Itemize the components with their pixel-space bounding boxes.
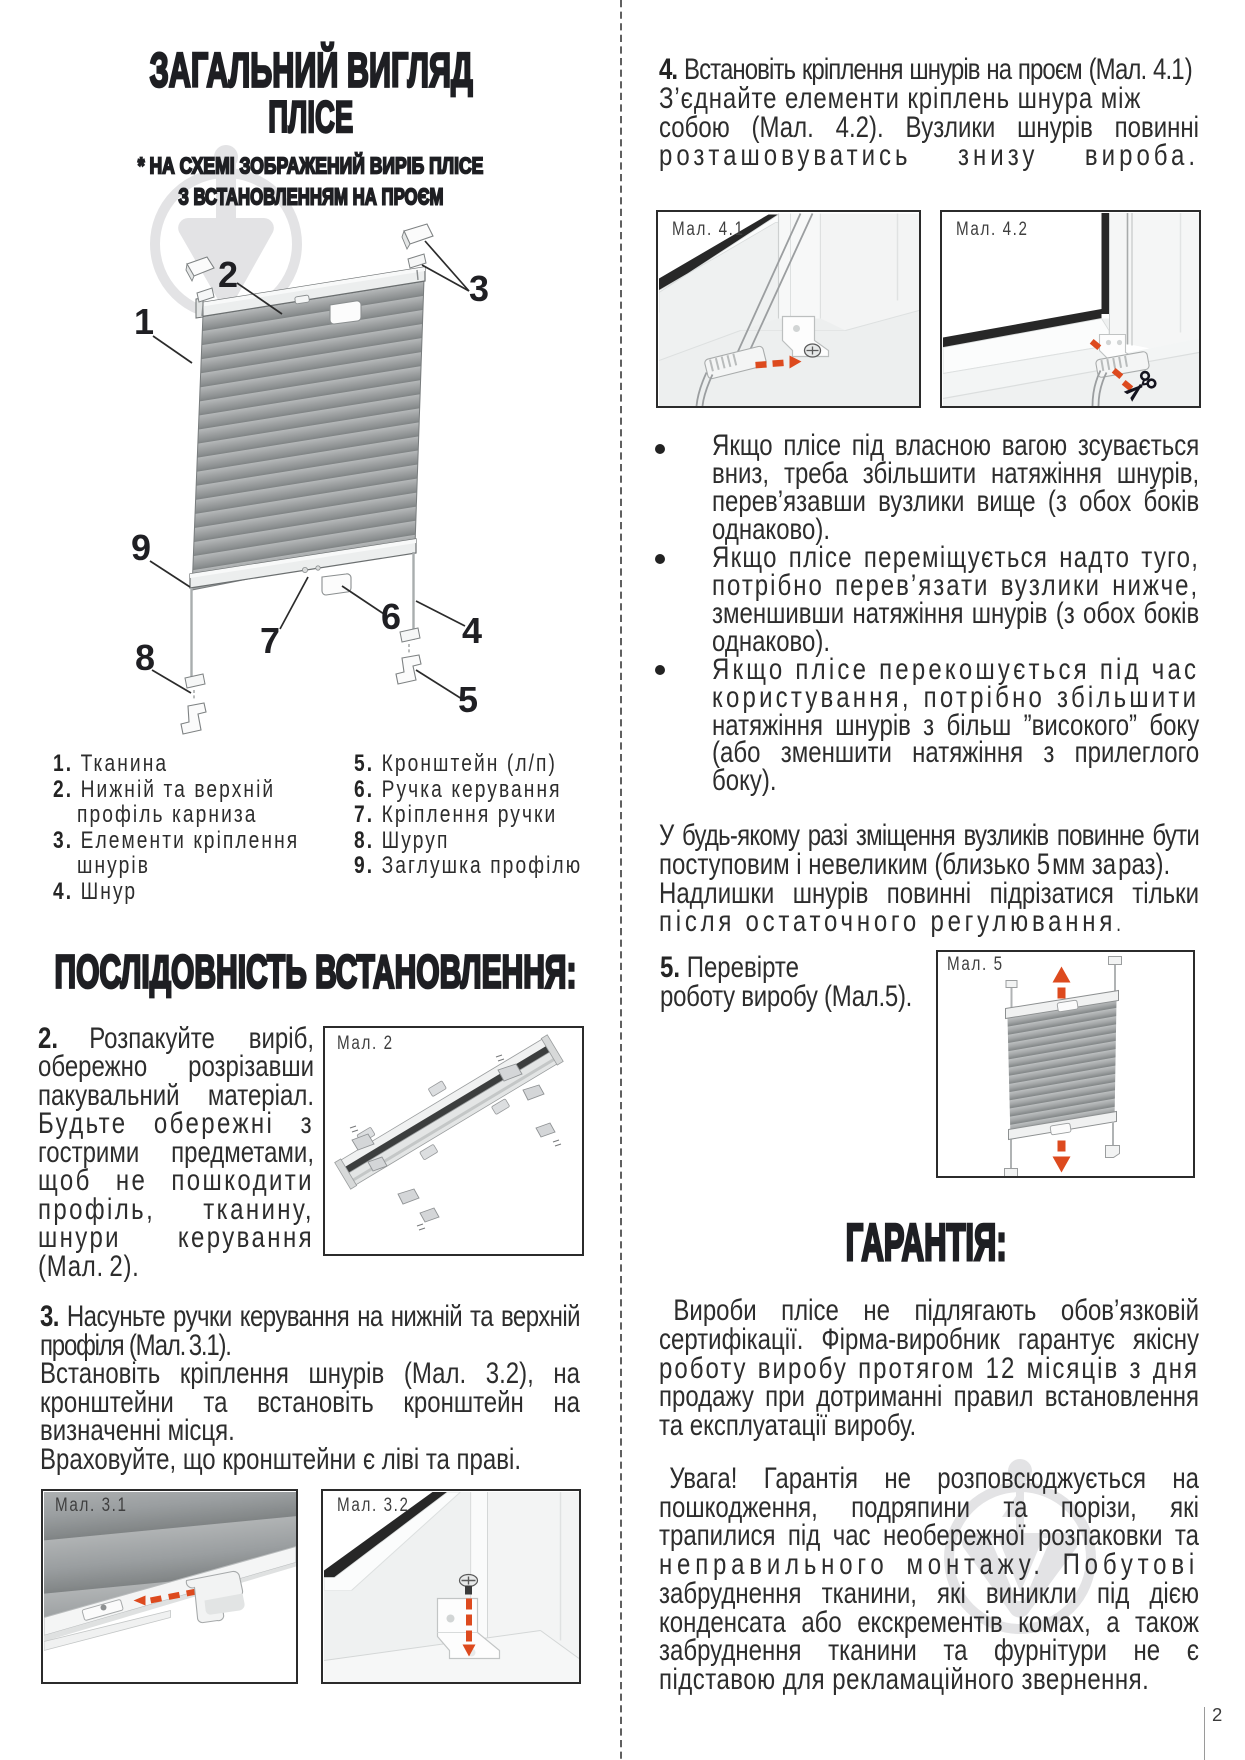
svg-text:1: 1: [134, 301, 154, 342]
svg-text:6: 6: [381, 596, 401, 637]
svg-text:3: 3: [469, 268, 489, 309]
svg-text:8: 8: [135, 637, 155, 678]
svg-text:4: 4: [462, 610, 482, 651]
svg-text:9: 9: [131, 527, 151, 568]
svg-text:5: 5: [458, 679, 478, 720]
svg-text:2: 2: [218, 254, 238, 295]
svg-text:7: 7: [260, 620, 280, 661]
